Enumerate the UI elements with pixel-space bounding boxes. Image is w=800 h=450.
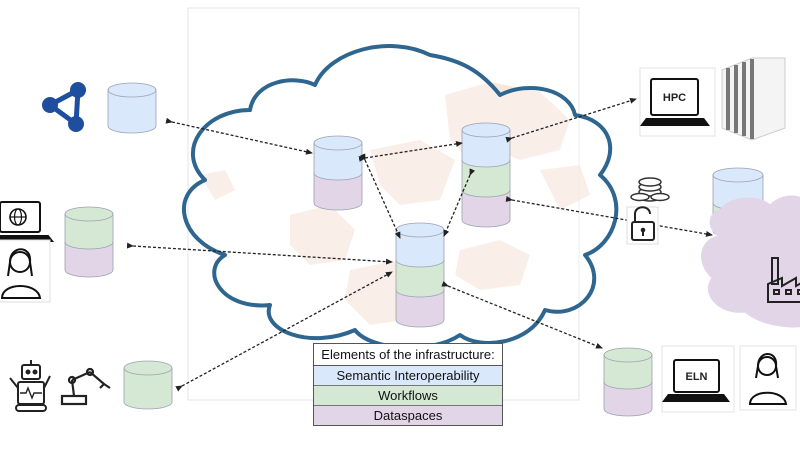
arrow-cloud-right-center	[443, 168, 476, 237]
cylinder-right-cap	[712, 167, 764, 183]
arrow-lock	[505, 196, 713, 237]
cylinder-bottom-right	[603, 347, 653, 417]
arrow-left-middle	[126, 242, 393, 265]
cylinder-bottom-right-segment	[603, 354, 653, 390]
arrow-cloud-left-center	[359, 153, 401, 239]
legend: Elements of the infrastructure: Semantic…	[313, 343, 503, 426]
server-rack-icon	[721, 57, 786, 141]
cylinder-cloud-right-segment	[461, 129, 511, 168]
cylinder-bottom-left-cap	[123, 360, 173, 376]
cylinder-cloud-center-segment	[395, 229, 445, 268]
cylinder-top-left	[107, 82, 157, 134]
cylinder-cloud-left-cap	[313, 135, 363, 151]
factory-icon	[767, 257, 800, 303]
cylinder-cloud-right	[461, 122, 511, 228]
cylinder-cloud-left	[313, 135, 363, 211]
cylinder-left-middle-segment	[64, 213, 114, 250]
cylinder-bottom-left	[123, 360, 173, 410]
cylinder-top-left-cap	[107, 82, 157, 98]
cylinder-cloud-center	[395, 222, 445, 328]
laptop-globe-icon	[0, 201, 55, 242]
hpc-label: HPC	[663, 92, 686, 104]
person-icon	[0, 239, 51, 303]
arrows-layer	[126, 97, 713, 392]
cylinder-left-middle-segment	[64, 241, 114, 278]
cylinder-left-middle-cap	[64, 206, 114, 222]
legend-item-semantic: Semantic Interoperability	[314, 366, 502, 386]
legend-item-dataspaces: Dataspaces	[314, 406, 502, 425]
cylinder-bottom-left-segment	[123, 367, 173, 410]
arrow-cloud-left-right	[358, 140, 463, 162]
eln-label: ELN	[686, 371, 708, 383]
laptop-hpc-icon: HPC	[639, 67, 716, 137]
robot-arm-icon	[60, 367, 111, 406]
coins-icon	[630, 177, 670, 202]
legend-item-workflows: Workflows	[314, 386, 502, 406]
cylinder-top-left-segment	[107, 89, 157, 134]
factory-cloud	[701, 195, 800, 328]
network-icon	[42, 82, 86, 132]
person-icon-right	[739, 345, 797, 411]
legend-title: Elements of the infrastructure:	[314, 344, 502, 366]
cylinder-cloud-right-cap	[461, 122, 511, 138]
cylinder-cloud-center-cap	[395, 222, 445, 238]
open-lock-icon	[626, 206, 659, 245]
arrow-eln	[441, 280, 603, 349]
robot-icon	[9, 360, 51, 412]
arrow-hpc	[505, 97, 637, 143]
cylinder-bottom-right-cap	[603, 347, 653, 363]
cylinder-left-middle	[64, 206, 114, 278]
cylinder-bottom-right-segment	[603, 381, 653, 417]
arrow-top-left	[165, 117, 313, 155]
laptop-eln-icon: ELN	[661, 345, 735, 413]
